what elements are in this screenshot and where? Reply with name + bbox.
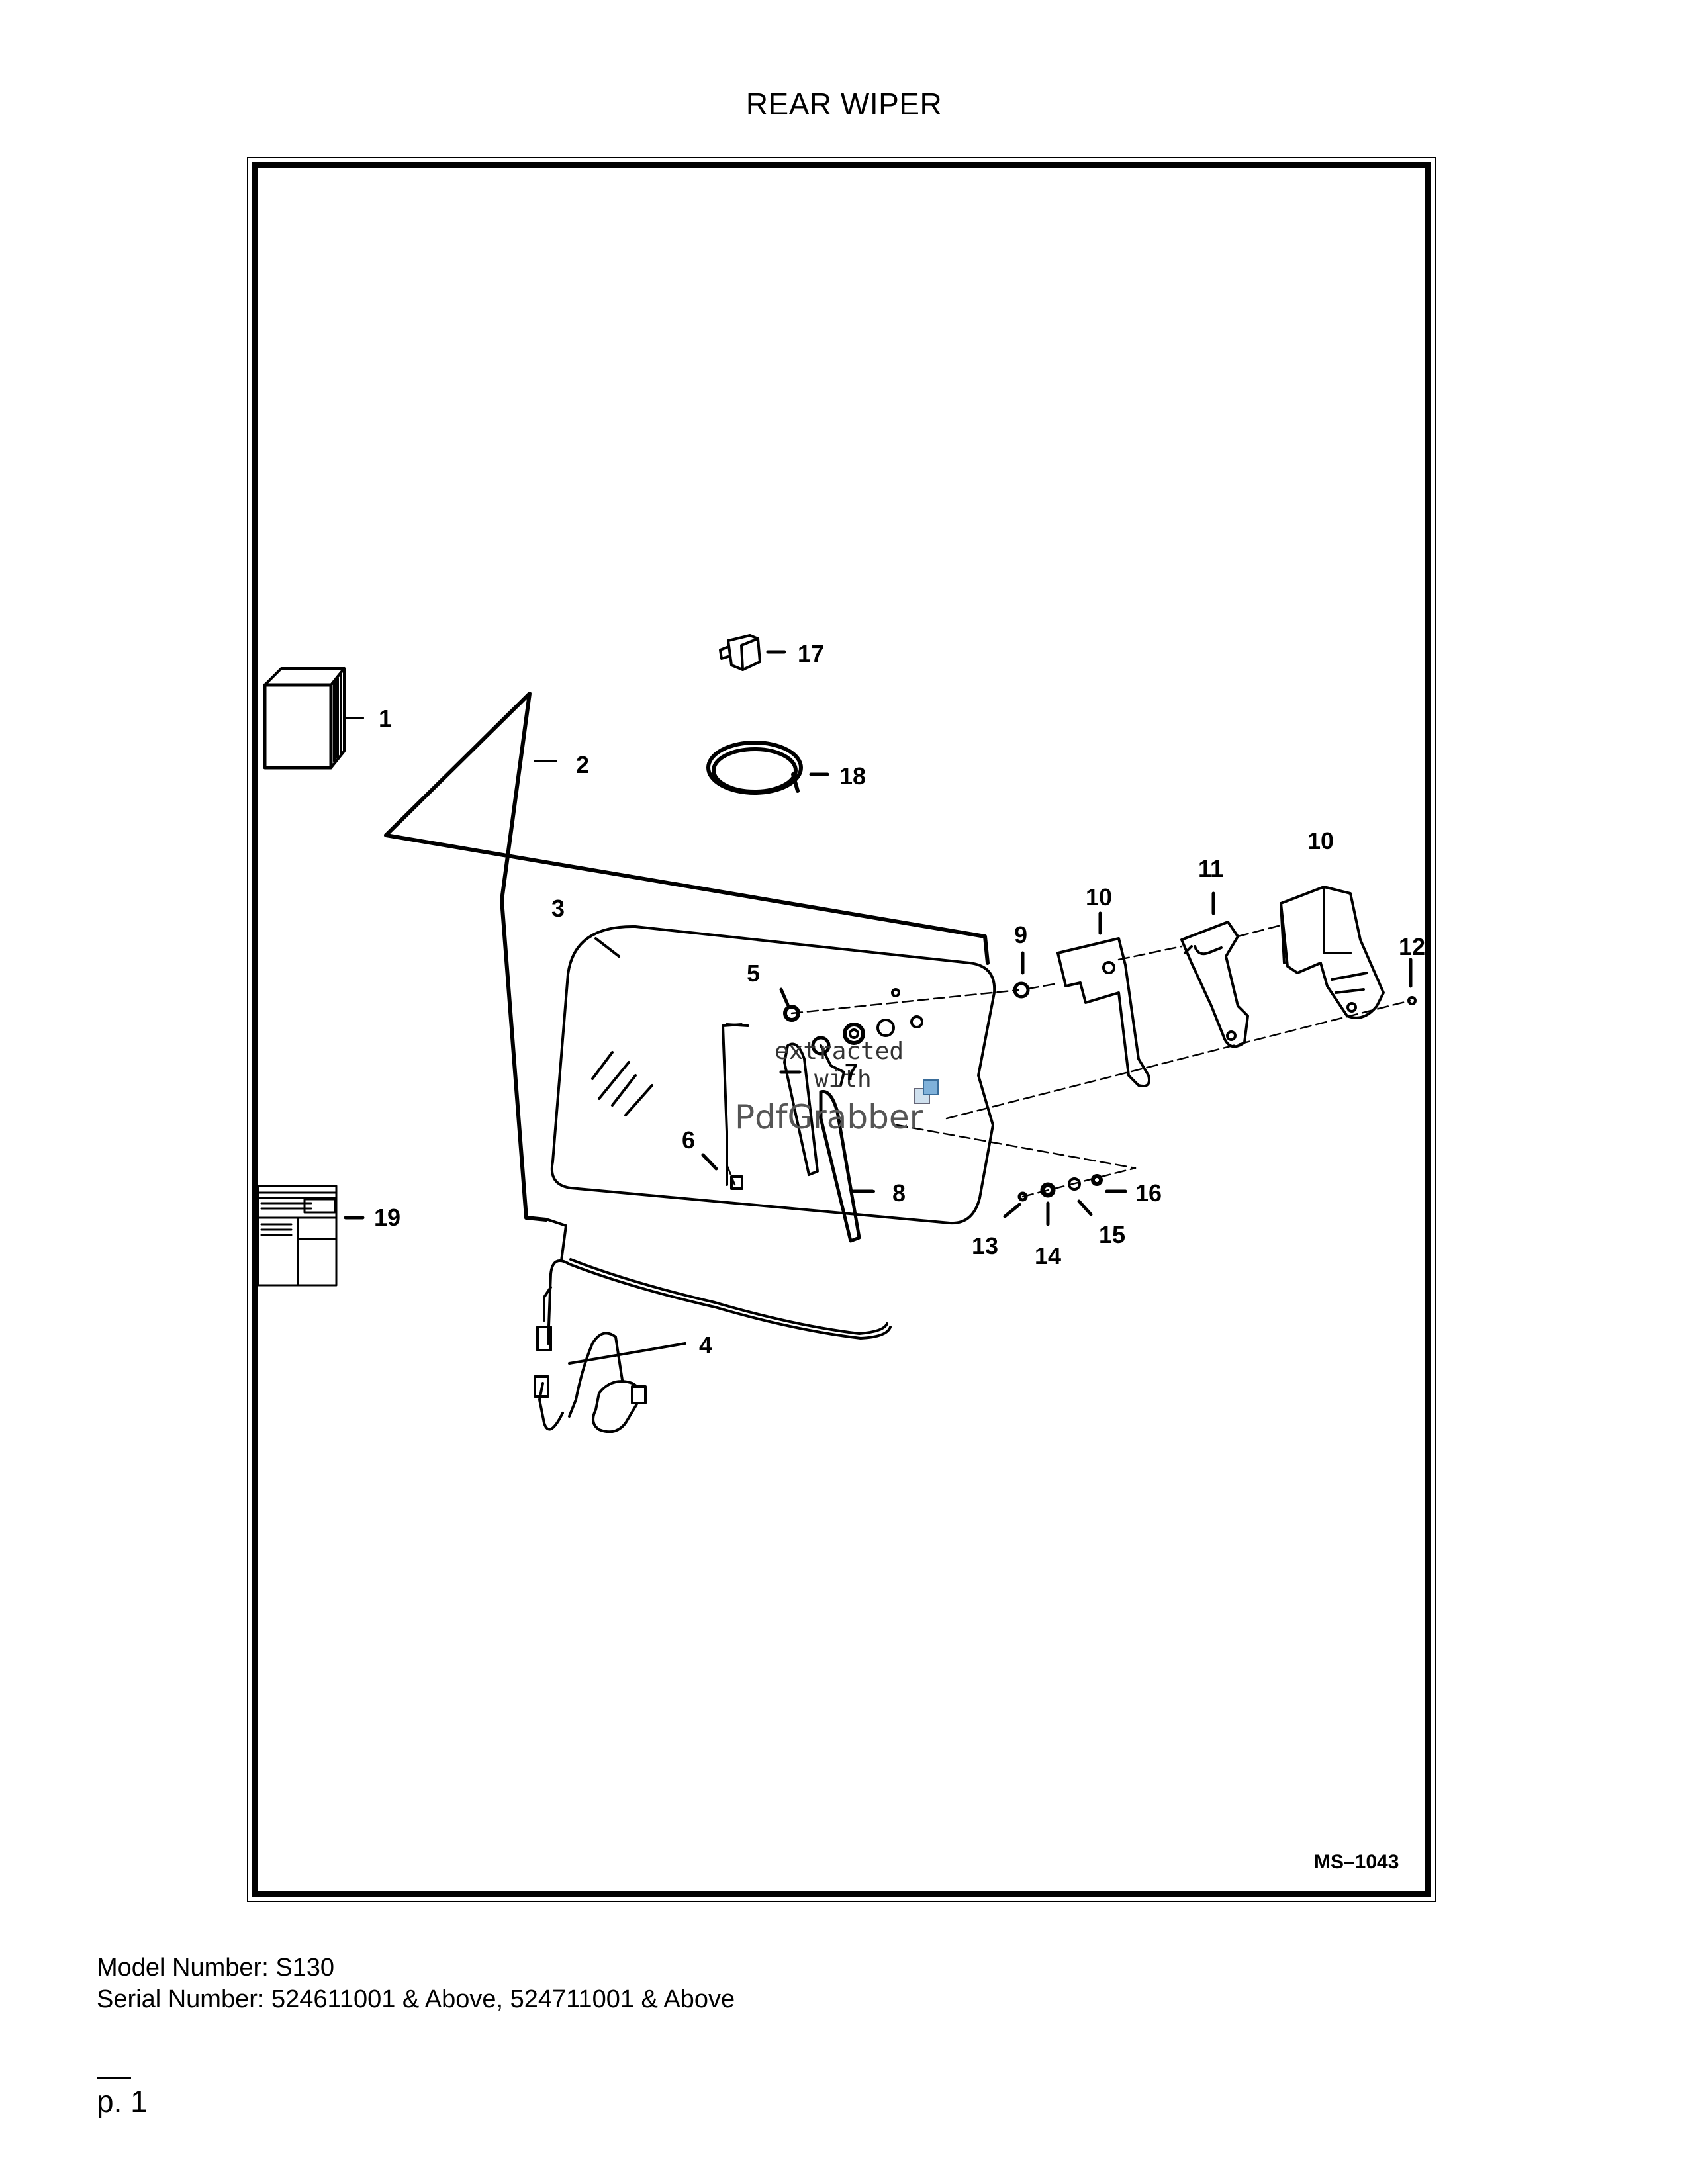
part-5-8-linkage: [722, 988, 923, 1243]
part-10-cover: [1280, 886, 1385, 1019]
assembly-lines: [726, 924, 1411, 1198]
callout-1: 1: [379, 705, 392, 732]
part-1-module: [263, 667, 364, 770]
pdfgrabber-watermark: extracted with PdfGrabber: [735, 1038, 939, 1136]
leader-lines: [344, 650, 1413, 1226]
page-number-rule: [97, 2077, 131, 2079]
callout-14: 14: [1035, 1242, 1061, 1269]
callout-19: 19: [374, 1204, 400, 1231]
callout-7: 7: [845, 1058, 858, 1085]
callout-labels: 1 2 3 4 5 6 7 8 9 10 10 11 12 13 14 15 1…: [374, 640, 1425, 1873]
callout-13: 13: [972, 1232, 998, 1259]
part-2-seal: [384, 692, 990, 1222]
part-13-16-hardware: [1017, 1174, 1103, 1202]
callout-8: 8: [892, 1179, 906, 1206]
watermark-logo: PdfGrabber: [735, 1098, 923, 1136]
callout-5: 5: [747, 960, 760, 987]
callout-18: 18: [839, 762, 866, 790]
part-19-decal: [257, 1185, 338, 1287]
callout-17: 17: [798, 640, 824, 667]
callout-2: 2: [576, 751, 589, 778]
callout-9: 9: [1014, 921, 1027, 948]
page-title: REAR WIPER: [745, 87, 943, 121]
callout-4: 4: [699, 1332, 712, 1359]
callout-10-bracket: 10: [1086, 884, 1112, 911]
serial-number: Serial Number: 524611001 & Above, 524711…: [97, 1985, 735, 2013]
callout-16: 16: [1135, 1179, 1162, 1206]
callout-12: 12: [1399, 933, 1425, 960]
callout-6: 6: [682, 1126, 695, 1154]
part-18-wire-coil: [706, 741, 803, 795]
callout-15: 15: [1099, 1221, 1125, 1248]
part-3-glass: [550, 925, 996, 1225]
part-17-switch: [719, 634, 761, 671]
callout-10-cover: 10: [1307, 827, 1334, 854]
part-11-motor: [1180, 921, 1249, 1048]
watermark-logo-icon-front: [923, 1079, 939, 1095]
diagram-frame: [252, 162, 1431, 1897]
diagram-frame-outer: [247, 157, 1436, 1902]
model-number: Model Number: S130: [97, 1954, 335, 1981]
part-10-bracket: [1056, 937, 1150, 1087]
watermark-line-1: extracted: [774, 1038, 904, 1065]
part-4-washer: [534, 1218, 892, 1433]
drawing-code: MS–1043: [1314, 1851, 1399, 1873]
callout-3: 3: [551, 895, 565, 922]
watermark-line-2: with: [814, 1066, 872, 1093]
callout-11: 11: [1198, 855, 1223, 882]
page-number: p. 1: [97, 2084, 148, 2118]
